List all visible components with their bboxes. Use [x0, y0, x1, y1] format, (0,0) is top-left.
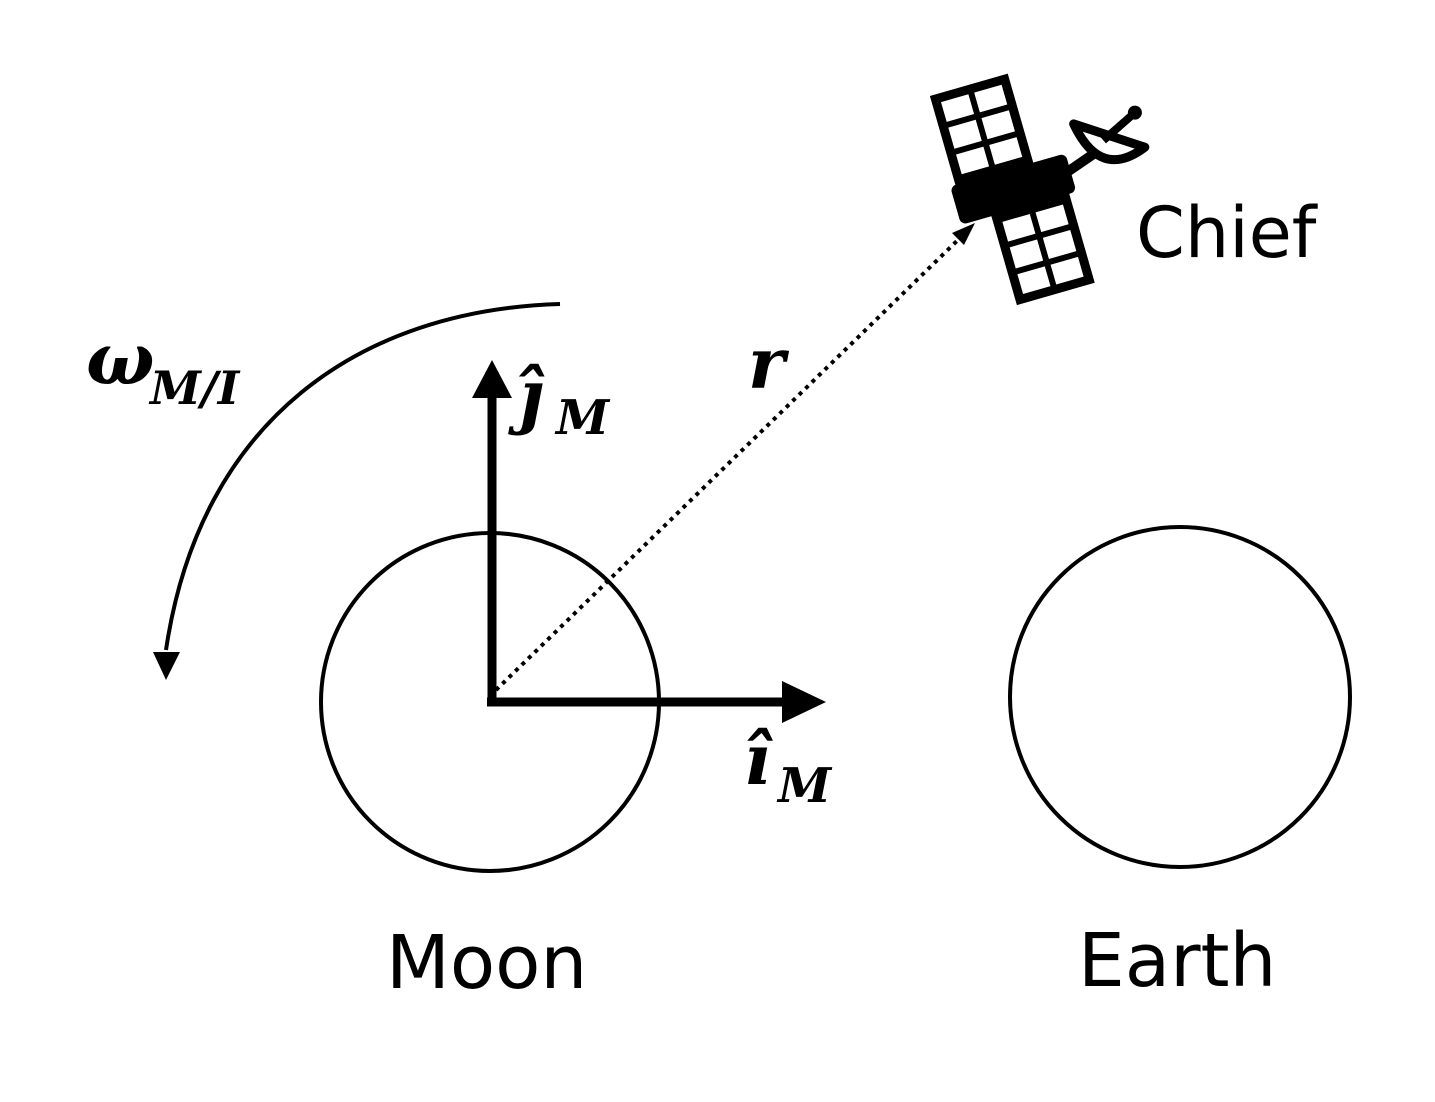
earth-label: Earth: [1078, 918, 1276, 1004]
j-hat-subscript: M: [554, 390, 611, 446]
j-hat-label: ĵ M: [508, 354, 611, 446]
satellite-bottom-panel: [991, 193, 1095, 306]
omega-main: ω: [86, 316, 155, 401]
satellite-icon: [929, 73, 1150, 306]
rotation-arc: [164, 302, 561, 651]
omega-subscript: M/I: [148, 361, 241, 415]
position-vector-r: [494, 234, 964, 692]
position-vector-arrowhead: [952, 223, 975, 245]
j-hat-arrowhead: [472, 360, 512, 398]
i-hat-subscript: M: [776, 758, 833, 814]
i-hat-label: î M: [744, 718, 833, 814]
satellite-top-panel: [929, 73, 1034, 186]
omega-label: ω M/I: [86, 316, 241, 415]
chief-label: Chief: [1136, 192, 1318, 274]
moon-label: Moon: [386, 920, 587, 1006]
i-hat-main: î: [744, 718, 773, 801]
i-hat-arrowhead: [782, 681, 826, 723]
satellite-dish: [1069, 119, 1150, 165]
rotation-arrowhead: [153, 652, 180, 680]
r-label: r: [748, 322, 790, 405]
earth-circle: [1008, 525, 1352, 869]
j-hat-main: ĵ: [508, 354, 545, 437]
satellite-body: [951, 154, 1076, 224]
